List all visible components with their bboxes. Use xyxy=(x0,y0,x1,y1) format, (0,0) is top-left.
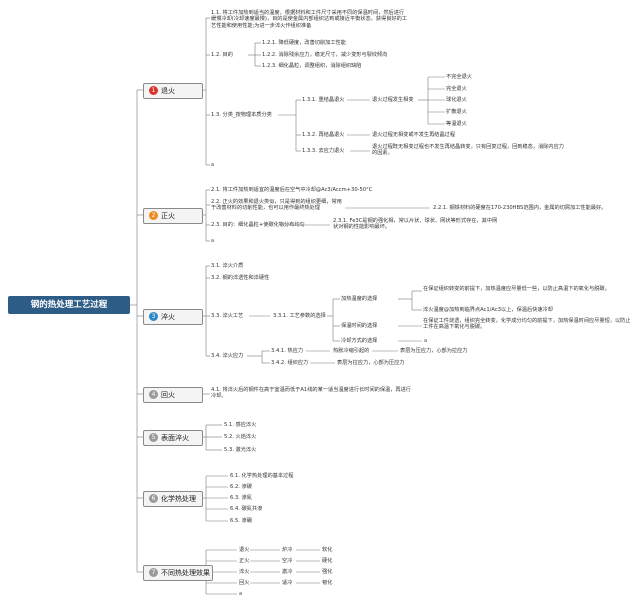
annealing-kind[interactable]: 球化退火 xyxy=(446,97,467,103)
node-4-1[interactable]: 4.1. 将淬火后的钢件在高于室温而低于A1线的某一适当温度进行长时间的保温，再… xyxy=(211,387,411,400)
priority-1-icon: 1 xyxy=(149,85,158,95)
effect-process[interactable]: 退火 xyxy=(239,547,250,553)
annealing-kind[interactable]: 完全退火 xyxy=(446,86,467,92)
topic-label: 正火 xyxy=(161,212,175,220)
topic-label: 表面淬火 xyxy=(161,434,189,442)
priority-3-icon: 3 xyxy=(149,311,158,321)
priority-4-icon: 4 xyxy=(149,389,158,399)
node-2-3[interactable]: 2.3. 目的：细化晶粒+使碳化物分布均匀 xyxy=(211,222,305,228)
annealing-kind[interactable]: 不完全退火 xyxy=(446,74,472,80)
effect-result[interactable]: 软化 xyxy=(322,547,333,553)
node-1-2-2[interactable]: 1.2.2. 消除残余应力，稳定尺寸，减少变形与裂纹倾向 xyxy=(262,52,388,58)
node-3-4-2[interactable]: 3.4.2. 组织应力 xyxy=(271,360,309,366)
root-topic[interactable]: 钢的热处理工艺过程 xyxy=(8,296,130,314)
node-3-4-2-desc[interactable]: 表层为拉应力，心部为压应力 xyxy=(337,360,405,366)
effect-result[interactable]: 硬化 xyxy=(322,558,333,564)
node-6-3[interactable]: 6.3. 渗氮 xyxy=(230,495,252,501)
node-1-3-3-desc[interactable]: 退火过程既无相变过程也不发生再结晶转变，只有回复过程，回到稳态，消除内应力的因素… xyxy=(372,144,564,157)
node-6-2[interactable]: 6.2. 渗碳 xyxy=(230,484,252,490)
node-1-3-2[interactable]: 1.3.2. 再结晶退火 xyxy=(302,132,345,138)
heating-temperature-a[interactable]: 在保证组织转变的前提下，加热温度应尽量低一些，以防止高温下的氧化与脱碳。 xyxy=(423,286,610,292)
node-3-2[interactable]: 3.2. 钢的淬透性和淬硬性 xyxy=(211,275,270,281)
effect-cooling[interactable]: 炉冷 xyxy=(282,547,293,553)
topic-label: 不同热处理效果 xyxy=(161,569,210,577)
priority-2-icon: 2 xyxy=(149,210,158,220)
node-2-3-1[interactable]: 2.3.1. Fe3C是钢的强化相，常以片状、球状、网状等形式存在，其中网状对钢… xyxy=(333,218,498,231)
node-1-3-1-desc[interactable]: 退火过程发生相变 xyxy=(372,97,414,103)
node-2-2-1[interactable]: 2.2.1. 钢铁材料的硬度在170-230HBS范围内，金属的切屑加工性能最好… xyxy=(433,205,607,211)
topic-label: 化学热处理 xyxy=(161,495,196,503)
holding-time-node[interactable]: 保温时间的选择 xyxy=(341,323,378,329)
node-1-2-3[interactable]: 1.2.3. 细化晶粒，调整组织，消除组织缺陷 xyxy=(262,63,362,69)
blank-node[interactable]: a xyxy=(211,162,215,168)
node-1-2-1[interactable]: 1.2.1. 降低硬度，改善切削加工性能 xyxy=(262,40,346,46)
effect-cooling[interactable]: 激冷 xyxy=(282,569,293,575)
node-1-3-2-desc[interactable]: 退火过程无相变或不发生再结晶过程 xyxy=(372,132,456,138)
node-2-1[interactable]: 2.1. 将工件加热到适宜的温度后在空气中冷却@Ac3/Accm+30-50°C xyxy=(211,187,373,193)
node-1-1[interactable]: 1.1. 将工件加热到适当的温度，根据材料和工件尺寸采用不同的保温时间，然后进行… xyxy=(211,10,407,29)
node-3-1[interactable]: 3.1. 淬火介质 xyxy=(211,263,244,269)
effect-cooling[interactable]: 空冷 xyxy=(282,558,293,564)
node-3-4-1-desc[interactable]: 表层为压应力，心部为拉应力 xyxy=(400,348,468,354)
node-6-5[interactable]: 6.5. 渗硼 xyxy=(230,518,252,524)
node-1-2[interactable]: 1.2. 目的 xyxy=(211,52,233,58)
node-6-4[interactable]: 6.4. 碳氮共渗 xyxy=(230,506,263,512)
effect-cooling[interactable]: 适冷 xyxy=(282,580,293,586)
node-3-4-1-mid[interactable]: 热胀冷缩引起的 xyxy=(333,348,370,354)
node-3-3[interactable]: 3.3. 淬火工艺 xyxy=(211,313,244,319)
node-5-2[interactable]: 5.2. 火焰淬火 xyxy=(224,434,257,440)
heating-temperature-b[interactable]: 淬火温度@加热到临界点Ac1/Ac3以上，保温后快速冷却 xyxy=(423,307,553,313)
node-2-2[interactable]: 2.2. 正火的效果和退火类似，只是得到的组织更细，常用于改善材料的切削性能，也… xyxy=(211,199,342,212)
annealing-kind[interactable]: 扩散退火 xyxy=(446,109,467,115)
effect-process[interactable]: 回火 xyxy=(239,580,250,586)
effect-process[interactable]: 淬火 xyxy=(239,569,250,575)
node-1-3[interactable]: 1.3. 分类_按物理本质分类 xyxy=(211,112,272,118)
holding-time-a[interactable]: 在保证工件烧透，组织完全转变，化学成分均匀的前提下，加热保温时间应尽量短，以防止… xyxy=(423,318,631,331)
blank-node[interactable]: a xyxy=(239,591,243,597)
node-5-1[interactable]: 5.1. 感应淬火 xyxy=(224,422,257,428)
node-1-3-1[interactable]: 1.3.1. 重结晶退火 xyxy=(302,97,345,103)
topic-label: 回火 xyxy=(161,391,175,399)
topic-label: 退火 xyxy=(161,87,175,95)
node-1-3-3[interactable]: 1.3.3. 去应力退火 xyxy=(302,148,345,154)
node-3-4-1[interactable]: 3.4.1. 热应力 xyxy=(271,348,304,354)
cooling-method-node[interactable]: 冷却方式的选择 xyxy=(341,338,378,344)
effect-result[interactable]: 强化 xyxy=(322,569,333,575)
topic-label: 淬火 xyxy=(161,313,175,321)
priority-7-icon: 7 xyxy=(149,567,158,577)
node-6-1[interactable]: 6.1. 化学热处理的基本过程 xyxy=(230,473,294,479)
annealing-kind[interactable]: 等温退火 xyxy=(446,121,467,127)
blank-node[interactable]: a xyxy=(211,238,215,244)
priority-6-icon: 6 xyxy=(149,493,158,503)
node-3-4[interactable]: 3.4. 淬火应力 xyxy=(211,353,244,359)
node-5-3[interactable]: 5.3. 激光淬火 xyxy=(224,447,257,453)
heating-temperature-node[interactable]: 加热温度的选择 xyxy=(341,296,378,302)
effect-process[interactable]: 正火 xyxy=(239,558,250,564)
node-3-3-1[interactable]: 3.3.1. 工艺参数的选择 xyxy=(273,313,326,319)
priority-5-icon: 5 xyxy=(149,432,158,442)
blank-node[interactable]: a xyxy=(424,338,428,344)
effect-result[interactable]: 韧化 xyxy=(322,580,333,586)
